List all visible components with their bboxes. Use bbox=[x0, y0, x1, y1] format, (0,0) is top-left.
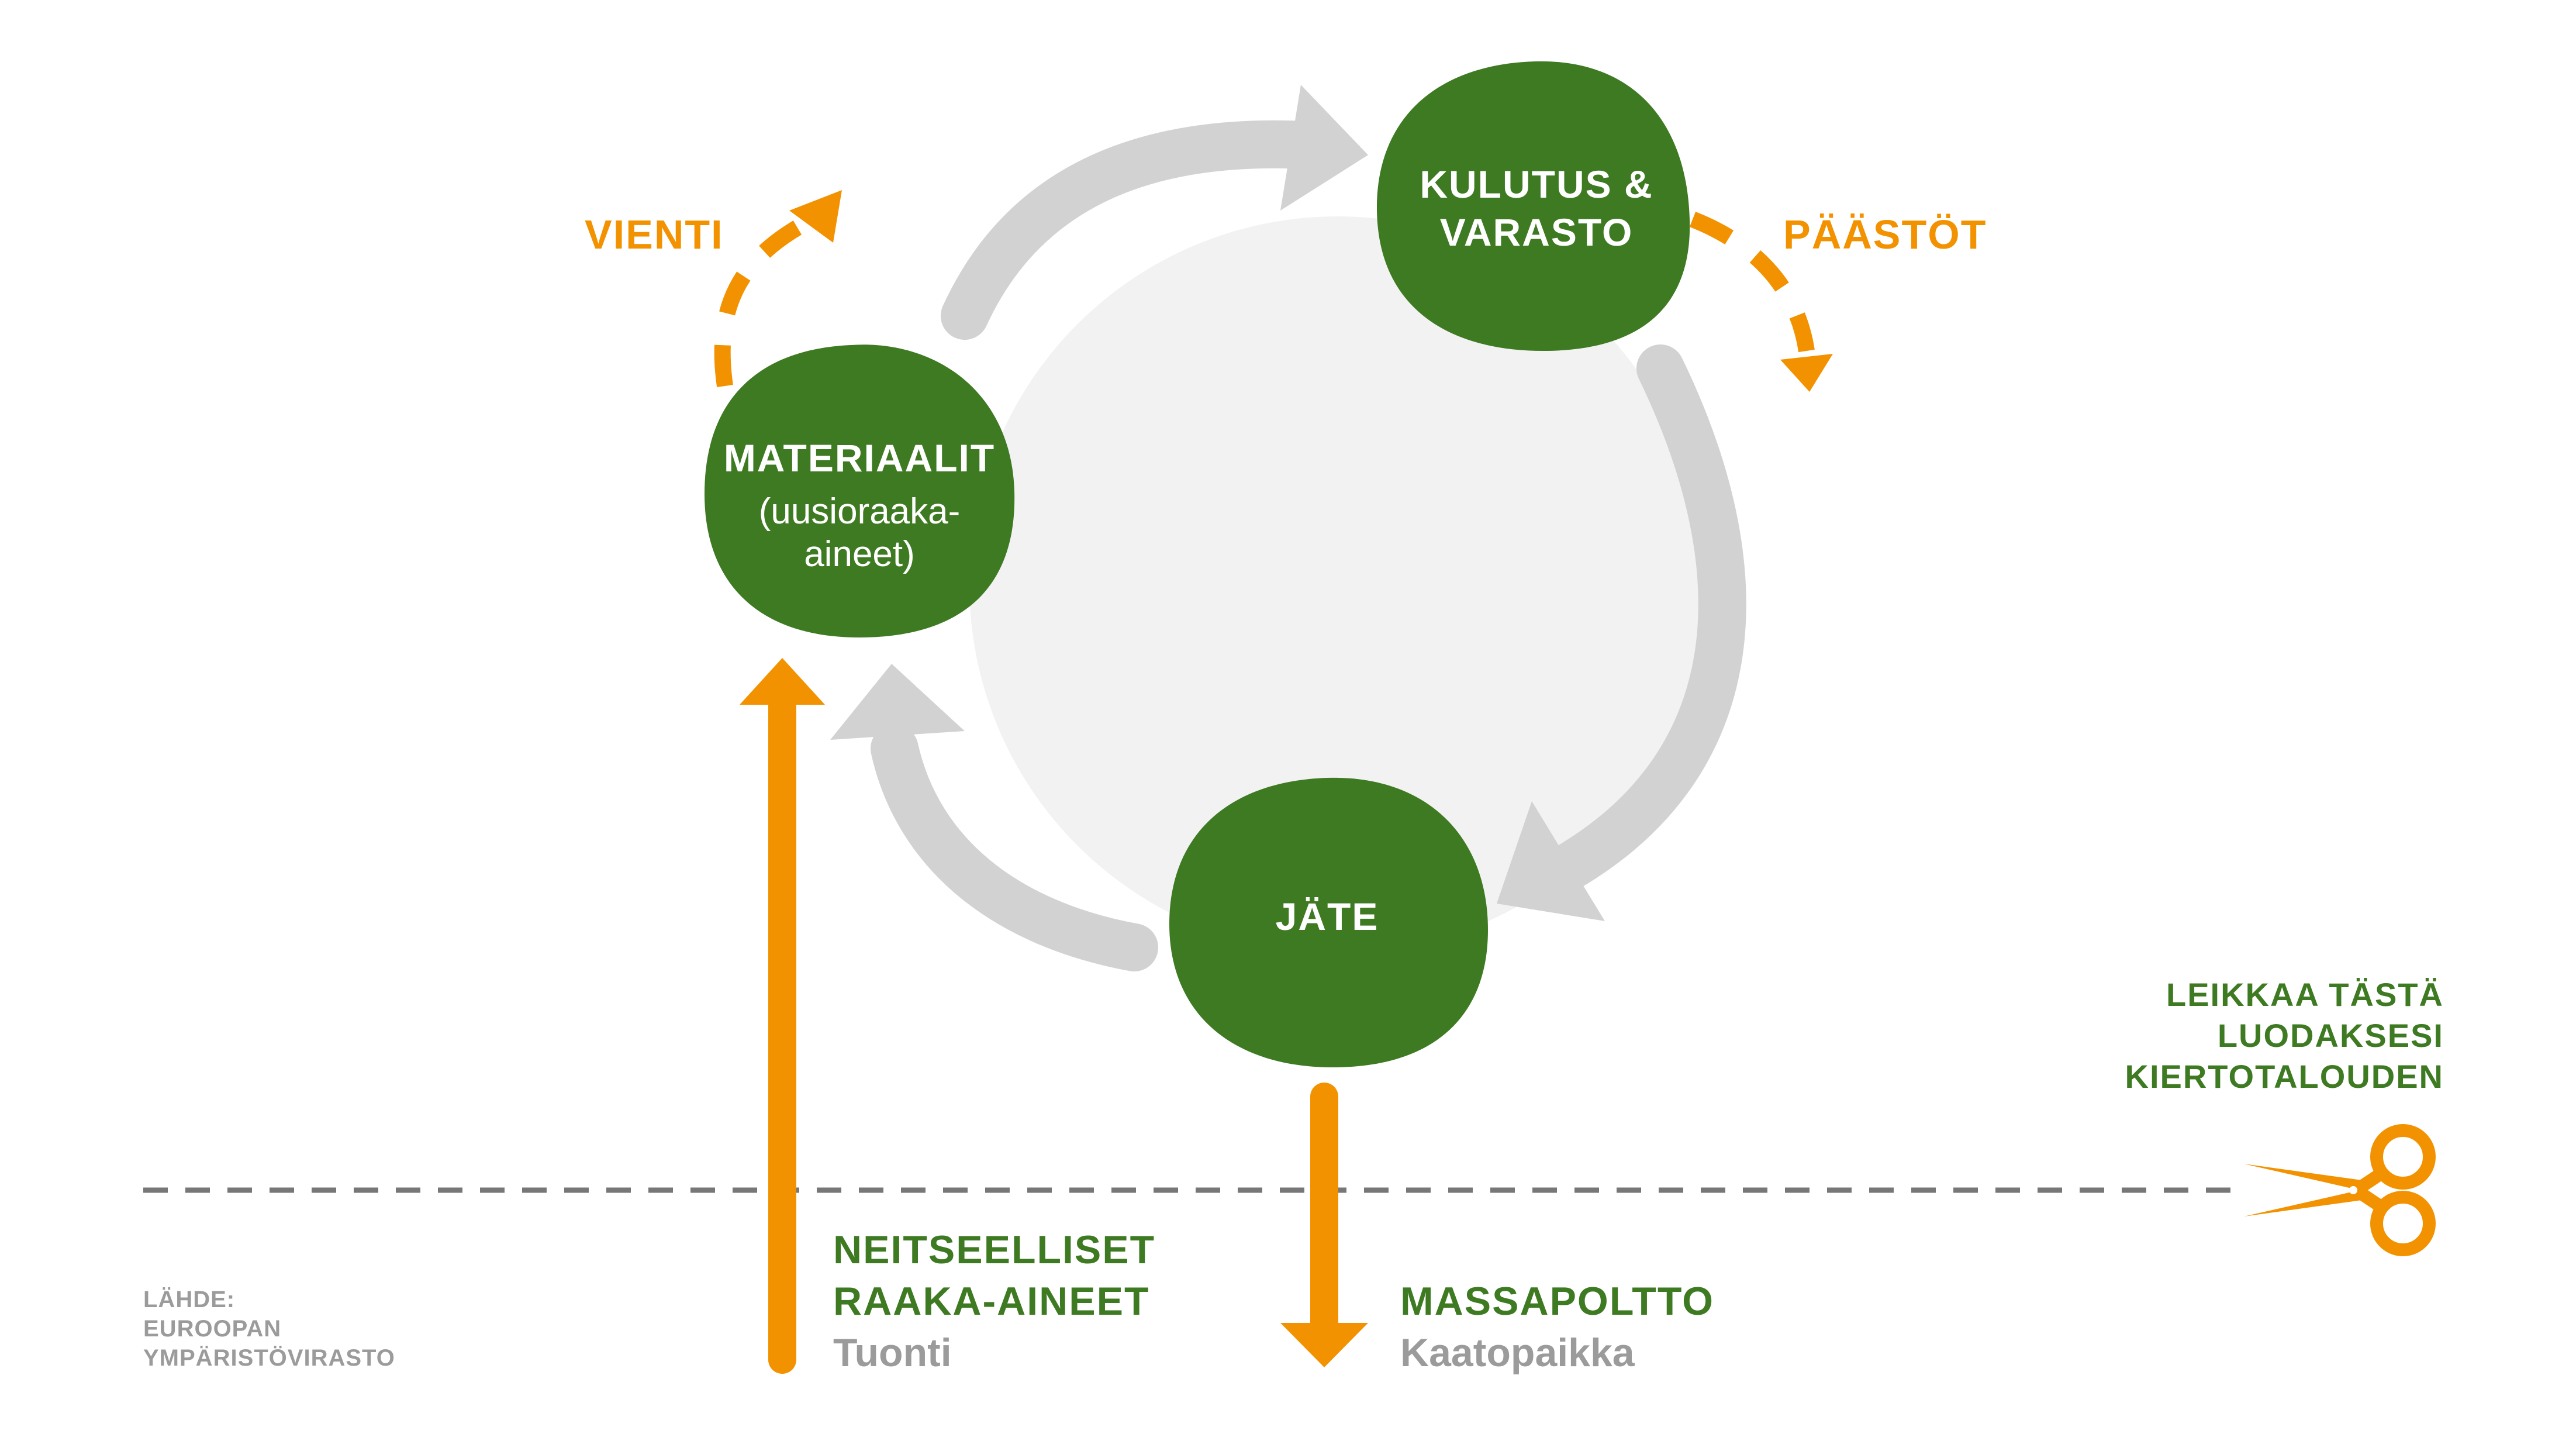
cycle-arrowhead-waste bbox=[1497, 801, 1605, 921]
cycle-arrow-consumption-to-waste bbox=[1537, 344, 1746, 895]
export-dashed-arc bbox=[714, 215, 811, 387]
cycle-arrow-materials-to-consumption bbox=[941, 120, 1348, 340]
source-line3: YMPÄRISTÖVIRASTO bbox=[143, 1345, 395, 1371]
emissions-flow: PÄÄSTÖT bbox=[1689, 211, 1987, 392]
node-consumption-shape bbox=[1377, 61, 1690, 351]
node-materials-shape bbox=[705, 344, 1015, 637]
cut-note-line1: LEIKKAA TÄSTÄ bbox=[2166, 976, 2444, 1013]
export-flow: VIENTI bbox=[585, 190, 842, 387]
input-arrowhead bbox=[740, 658, 825, 705]
cycle-arrows bbox=[830, 85, 1746, 971]
node-materials-sub-line2: aineet) bbox=[804, 534, 915, 574]
export-arrowhead bbox=[789, 190, 842, 243]
source-line2: EUROOPAN bbox=[143, 1316, 281, 1342]
output-arrowhead bbox=[1280, 1323, 1368, 1367]
outputs-line1: MASSAPOLTTO bbox=[1400, 1279, 1714, 1324]
node-consumption-line2: VARASTO bbox=[1440, 211, 1634, 254]
source-line1: LÄHDE: bbox=[143, 1287, 235, 1312]
node-materials-title: MATERIAALIT bbox=[724, 436, 995, 480]
node-waste-shape bbox=[1169, 777, 1488, 1067]
input-arrow bbox=[740, 658, 825, 1374]
export-label: VIENTI bbox=[585, 212, 724, 257]
output-arrow bbox=[1280, 1083, 1368, 1367]
emissions-label: PÄÄSTÖT bbox=[1783, 212, 1987, 257]
node-waste: JÄTE bbox=[1169, 777, 1488, 1067]
cut-note-line2: LUODAKSESI bbox=[2218, 1017, 2444, 1054]
scissors-icon bbox=[2244, 1124, 2436, 1256]
node-materials: MATERIAALIT (uusioraaka- aineet) bbox=[705, 344, 1015, 637]
cycle-arrowhead-materials bbox=[830, 664, 965, 740]
cut-note-line3: KIERTOTALOUDEN bbox=[2125, 1058, 2444, 1095]
cycle-arrow-waste-to-materials bbox=[871, 725, 1158, 971]
inputs-line2: RAAKA-AINEET bbox=[833, 1279, 1150, 1324]
node-consumption: KULUTUS & VARASTO bbox=[1377, 61, 1690, 351]
node-waste-title: JÄTE bbox=[1276, 895, 1379, 938]
outputs-line2: Kaatopaikka bbox=[1400, 1331, 1635, 1375]
cycle-arrowhead-consumption bbox=[1280, 85, 1368, 211]
node-consumption-line1: KULUTUS & bbox=[1420, 163, 1653, 206]
center-circle bbox=[969, 216, 1706, 953]
inputs-line3: Tuonti bbox=[833, 1331, 952, 1375]
emissions-dashed-arc bbox=[1689, 211, 1815, 353]
node-materials-sub-line1: (uusioraaka- bbox=[759, 491, 961, 532]
emissions-arrowhead bbox=[1780, 354, 1833, 392]
inputs-line1: NEITSEELLISET bbox=[833, 1228, 1155, 1272]
